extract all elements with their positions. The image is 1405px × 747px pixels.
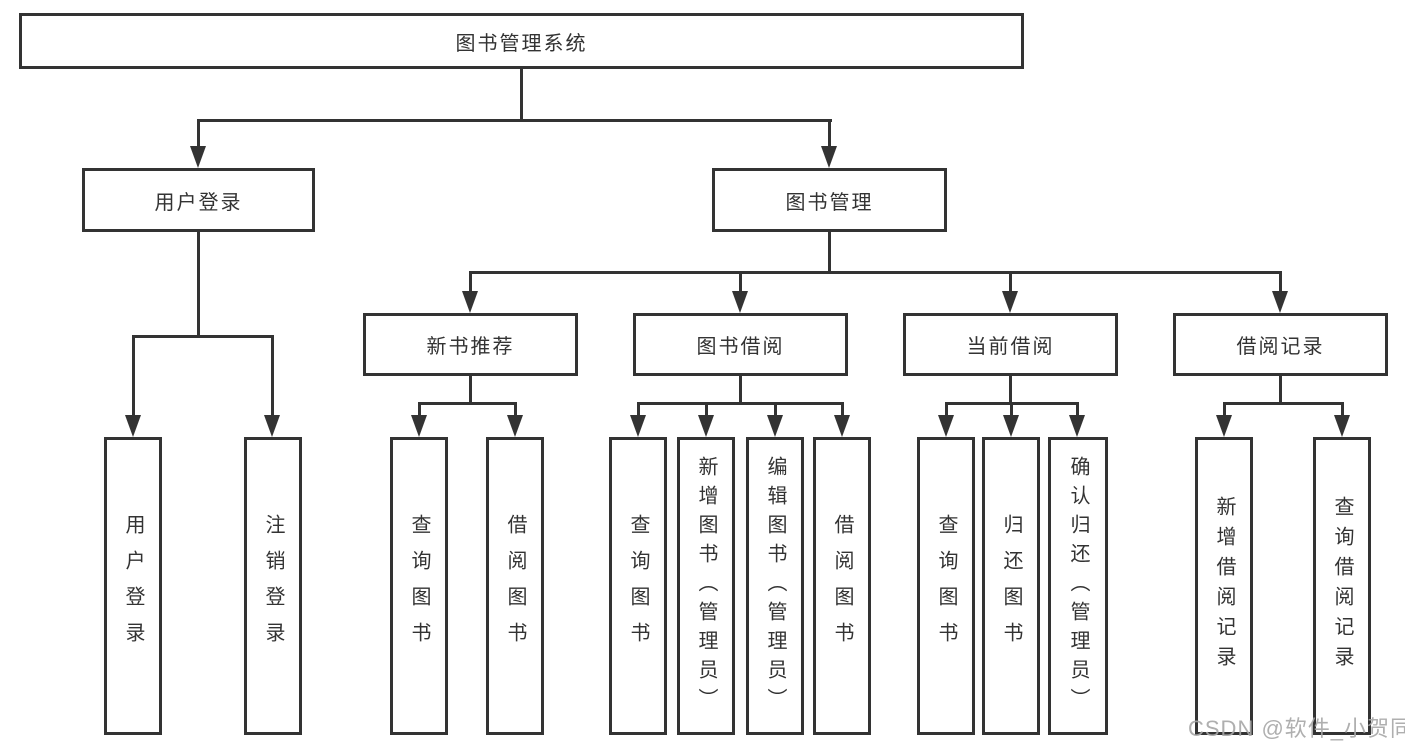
connector-line — [1010, 402, 1013, 420]
connector-line — [418, 402, 421, 420]
leaf-user-login: 用户登录 — [104, 437, 162, 735]
connector-arrow — [698, 415, 714, 437]
leaf-newbook-borrow: 借阅图书 — [486, 437, 544, 735]
connector-arrow — [411, 415, 427, 437]
connector-line — [271, 335, 274, 419]
node-book-borrow-label: 图书借阅 — [696, 336, 785, 358]
leaf-current-query-label: 查询图书 — [935, 514, 957, 658]
leaf-borrow-borrow-book: 借阅图书 — [813, 437, 871, 735]
connector-line — [828, 232, 831, 274]
leaf-borrow-edit-book: 编辑图书（管理员） — [746, 437, 804, 735]
connector-arrow — [125, 415, 141, 437]
leaf-current-return: 归还图书 — [982, 437, 1040, 735]
connector-line — [132, 335, 135, 419]
leaf-borrow-borrow-book-label: 借阅图书 — [831, 514, 853, 658]
node-root-label: 图书管理系统 — [455, 32, 588, 55]
connector-line — [637, 402, 843, 405]
connector-arrow — [630, 415, 646, 437]
connector-line — [945, 402, 948, 420]
connector-line — [1076, 402, 1079, 420]
connector-line — [739, 271, 742, 297]
node-new-book-recommend: 新书推荐 — [363, 313, 578, 376]
leaf-borrow-add-book-label: 新增图书（管理员） — [695, 455, 717, 717]
connector-line — [739, 376, 742, 405]
connector-line — [469, 271, 1281, 274]
connector-arrow — [1272, 291, 1288, 313]
connector-line — [469, 271, 472, 297]
connector-arrow — [1003, 415, 1019, 437]
leaf-current-confirm-return-label: 确认归还（管理员） — [1067, 455, 1089, 717]
node-user-login: 用户登录 — [82, 168, 315, 232]
leaf-current-query: 查询图书 — [917, 437, 975, 735]
connector-arrow — [767, 415, 783, 437]
node-new-book-recommend-label: 新书推荐 — [426, 336, 515, 358]
connector-line — [1279, 376, 1282, 405]
leaf-logout: 注销登录 — [244, 437, 302, 735]
connector-line — [1341, 402, 1344, 420]
connector-line — [514, 402, 517, 420]
connector-line — [841, 402, 844, 420]
connector-arrow — [732, 291, 748, 313]
leaf-newbook-query: 查询图书 — [390, 437, 448, 735]
connector-line — [637, 402, 640, 420]
connector-arrow — [190, 146, 206, 168]
connector-line — [520, 69, 523, 122]
node-book-borrow: 图书借阅 — [633, 313, 848, 376]
leaf-borrow-query: 查询图书 — [609, 437, 667, 735]
connector-arrow — [938, 415, 954, 437]
connector-line — [469, 376, 472, 405]
node-current-borrow-label: 当前借阅 — [966, 336, 1055, 358]
connector-arrow — [1216, 415, 1232, 437]
leaf-record-add: 新增借阅记录 — [1195, 437, 1253, 735]
leaf-record-add-label: 新增借阅记录 — [1213, 496, 1235, 676]
leaf-record-query: 查询借阅记录 — [1313, 437, 1371, 735]
leaf-borrow-add-book: 新增图书（管理员） — [677, 437, 735, 735]
leaf-record-query-label: 查询借阅记录 — [1331, 496, 1353, 676]
leaf-current-return-label: 归还图书 — [1000, 514, 1022, 658]
csdn-watermark: CSDN @软件_小贺同学 — [1188, 716, 1405, 741]
leaf-borrow-query-label: 查询图书 — [627, 514, 649, 658]
connector-line — [1009, 271, 1012, 297]
connector-arrow — [1002, 291, 1018, 313]
connector-arrow — [462, 291, 478, 313]
connector-line — [132, 335, 274, 338]
connector-line — [1223, 402, 1226, 420]
leaf-newbook-borrow-label: 借阅图书 — [504, 514, 526, 658]
connector-line — [1009, 376, 1012, 405]
leaf-user-login-label: 用户登录 — [122, 514, 144, 658]
node-book-management-label: 图书管理 — [785, 191, 874, 214]
leaf-newbook-query-label: 查询图书 — [408, 514, 430, 658]
node-user-login-label: 用户登录 — [154, 191, 243, 214]
leaf-borrow-edit-book-label: 编辑图书（管理员） — [764, 455, 786, 717]
connector-arrow — [507, 415, 523, 437]
connector-line — [197, 232, 200, 338]
connector-arrow — [1334, 415, 1350, 437]
connector-line — [1279, 271, 1282, 297]
connector-arrow — [821, 146, 837, 168]
leaf-logout-label: 注销登录 — [262, 514, 284, 658]
connector-line — [774, 402, 777, 420]
connector-arrow — [1069, 415, 1085, 437]
node-book-management: 图书管理 — [712, 168, 947, 232]
connector-line — [1223, 402, 1343, 405]
connector-line — [197, 119, 200, 152]
connector-line — [705, 402, 708, 420]
connector-line — [828, 119, 831, 152]
node-borrow-record-label: 借阅记录 — [1236, 336, 1325, 358]
connector-arrow — [264, 415, 280, 437]
connector-line — [197, 119, 832, 122]
connector-line — [418, 402, 517, 405]
connector-arrow — [834, 415, 850, 437]
leaf-current-confirm-return: 确认归还（管理员） — [1048, 437, 1108, 735]
node-current-borrow: 当前借阅 — [903, 313, 1118, 376]
node-root: 图书管理系统 — [19, 13, 1024, 69]
node-borrow-record: 借阅记录 — [1173, 313, 1388, 376]
